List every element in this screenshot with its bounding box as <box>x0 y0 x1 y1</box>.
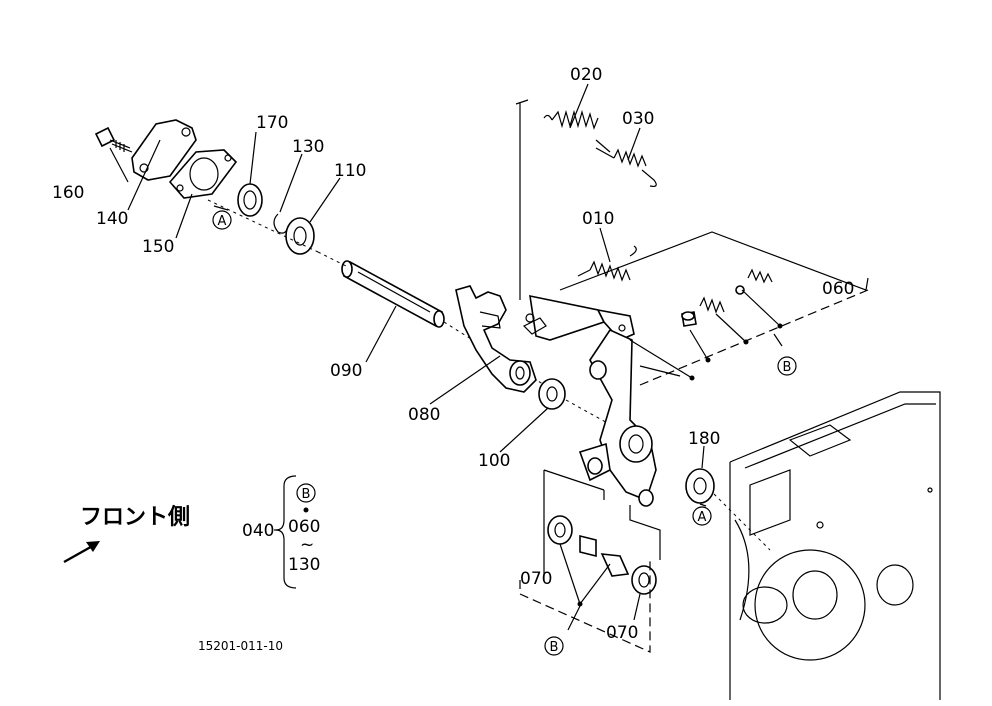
label-070-left: 070 <box>520 569 552 589</box>
kit-marker: B <box>302 487 311 502</box>
bearing-110 <box>285 217 315 255</box>
leader-lines <box>109 83 783 631</box>
engine-block <box>729 391 941 700</box>
group-brackets <box>515 99 869 653</box>
label-060: 060 <box>822 279 854 299</box>
drawing-number: 15201-011-10 <box>198 639 283 653</box>
label-160: 160 <box>52 183 84 203</box>
svg-text:A: A <box>698 510 707 525</box>
svg-text:B: B <box>550 640 559 655</box>
label-180: 180 <box>688 429 720 449</box>
front-side-indicator: フロント側 <box>63 505 190 564</box>
bushings-070 <box>547 515 657 595</box>
label-020: 020 <box>570 65 602 85</box>
label-100: 100 <box>478 451 510 471</box>
spring-020 <box>543 109 611 153</box>
speed-lever-assembly <box>522 294 657 507</box>
label-030: 030 <box>622 109 654 129</box>
marker-a-left: A <box>212 210 232 230</box>
svg-text:A: A <box>218 214 227 229</box>
kit-number: 040 <box>242 521 274 541</box>
label-010: 010 <box>582 209 614 229</box>
marker-a-right: A <box>692 506 712 526</box>
fork-lever-080 <box>455 285 537 393</box>
group-060-parts <box>681 268 773 327</box>
label-170: 170 <box>256 113 288 133</box>
front-side-label: フロント側 <box>80 505 190 530</box>
label-070-right: 070 <box>606 623 638 643</box>
label-090: 090 <box>330 361 362 381</box>
gasket-150 <box>168 149 238 199</box>
front-arrow-icon <box>86 541 100 552</box>
kit-range-tilde: ~ <box>300 535 314 555</box>
label-130: 130 <box>292 137 324 157</box>
label-140: 140 <box>96 209 128 229</box>
label-110: 110 <box>334 161 366 181</box>
marker-b-group070: B <box>544 636 564 656</box>
svg-text:B: B <box>783 360 792 375</box>
washer-100 <box>538 378 621 431</box>
kit-range-end: 130 <box>288 555 320 575</box>
label-080: 080 <box>408 405 440 425</box>
bearing-170 <box>237 183 263 217</box>
kit-040-annotation: 040 B 060 ~ 130 <box>242 475 320 589</box>
label-150: 150 <box>142 237 174 257</box>
bearing-180 <box>685 468 771 551</box>
kit-range-start: 060 <box>288 517 320 537</box>
spring-030 <box>595 147 657 187</box>
bolt-160 <box>94 126 133 153</box>
spring-010 <box>577 245 637 282</box>
marker-b-group060: B <box>777 356 797 376</box>
